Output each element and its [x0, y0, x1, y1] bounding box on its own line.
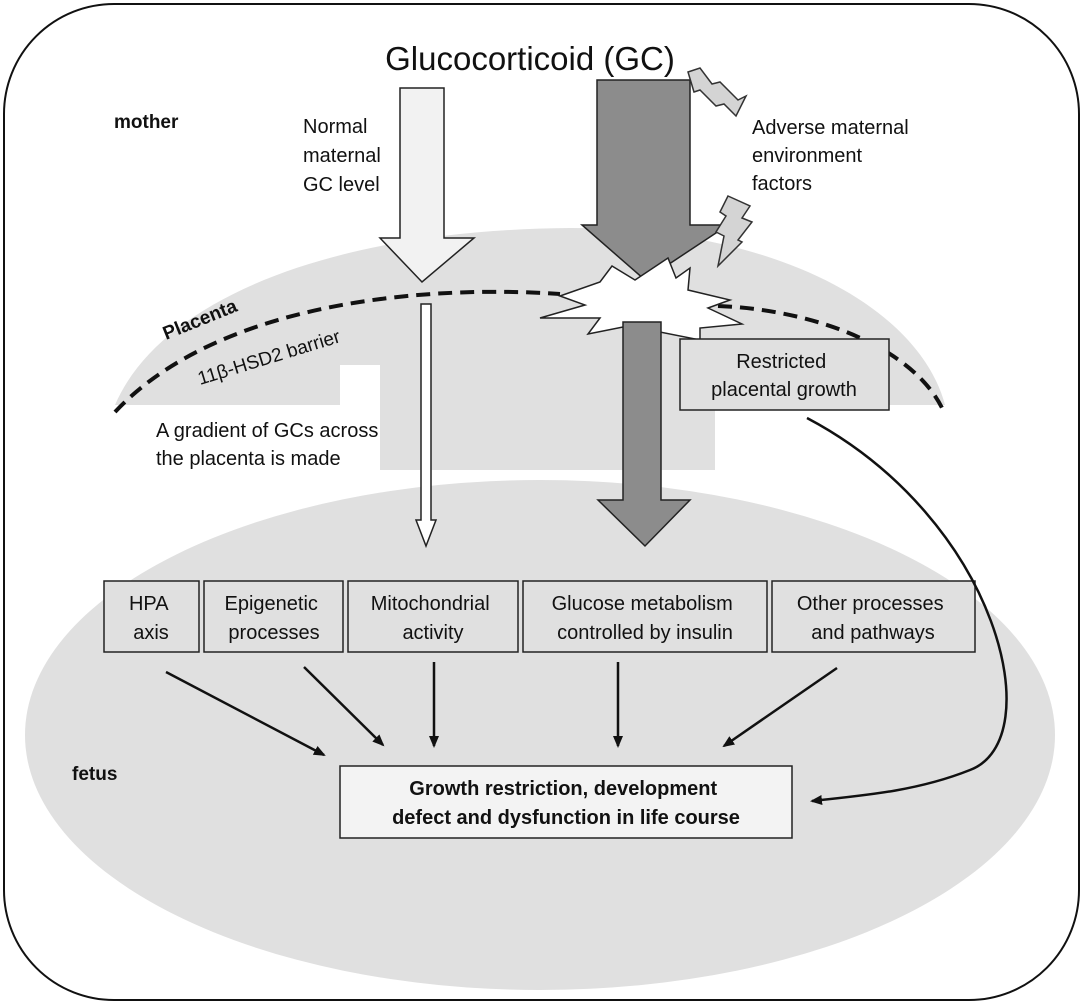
hsd2-barrier-line-right: [717, 304, 945, 411]
diagram-title: Glucocorticoid (GC): [385, 40, 675, 77]
adverse-factors-label: Adverse maternal environment factors: [752, 117, 914, 195]
process-text-other: Other processes and pathways: [797, 593, 949, 644]
arrow-epigenetic-to-outcome: [303, 666, 385, 747]
normal-gc-label-line: Normal: [303, 116, 367, 138]
restricted-growth-line: Restricted: [736, 351, 826, 373]
restricted-growth-box: [679, 338, 890, 411]
restricted-growth-text: Restricted placental growth: [711, 351, 857, 401]
normal-gc-label: Normal maternal GC level: [303, 116, 386, 196]
normal-gc-label-line: GC level: [303, 174, 380, 196]
outcome-line: Growth restriction, development: [409, 778, 717, 800]
normal-gc-label-line: maternal: [303, 145, 381, 167]
restricted-growth-line: placental growth: [711, 379, 857, 401]
outcome-text: Growth restriction, development defect a…: [392, 778, 740, 829]
process-line: processes: [228, 622, 319, 644]
lightning-icon: [714, 195, 754, 269]
process-line: controlled by insulin: [557, 622, 733, 644]
process-text-glucose: Glucose metabolism controlled by insulin: [552, 593, 739, 644]
gradient-label: A gradient of GCs across the placenta is…: [156, 420, 384, 470]
mother-label: mother: [114, 112, 179, 133]
process-line: activity: [402, 622, 463, 644]
adverse-factors-label-line: factors: [752, 173, 812, 195]
arrow-restricted-to-outcome: [806, 416, 1008, 805]
process-box-epigenetic: [203, 580, 344, 653]
adverse-factors-label-line: Adverse maternal: [752, 117, 909, 139]
high-gc-arrow-upper: [580, 79, 731, 281]
arrow-other-to-outcome: [722, 666, 838, 748]
fetus-region: [25, 480, 1055, 990]
high-gc-arrow-lower: [596, 321, 692, 548]
process-box-glucose: [522, 580, 768, 653]
barrier-breach-burst: [539, 256, 745, 350]
lightning-icon: [687, 67, 748, 118]
gradient-label-line: A gradient of GCs across: [156, 420, 378, 442]
outcome-line: defect and dysfunction in life course: [392, 807, 740, 829]
process-line: Glucose metabolism: [552, 593, 733, 615]
process-line: axis: [133, 622, 169, 644]
process-line: Mitochondrial: [371, 593, 490, 615]
outcome-box: [339, 765, 793, 839]
adverse-factors-label-line: environment: [752, 145, 863, 167]
process-box-hpa: [103, 580, 200, 653]
fetus-label: fetus: [72, 764, 117, 785]
placenta-region: [115, 228, 945, 470]
arrow-hpa-to-outcome: [165, 670, 326, 757]
process-line: Epigenetic: [225, 593, 318, 615]
process-box-mitochondrial: [347, 580, 519, 653]
process-text-hpa: HPA axis: [129, 593, 173, 644]
process-text-epigenetic: Epigenetic processes: [225, 593, 324, 644]
normal-gc-arrow: [378, 87, 477, 284]
gradient-label-line: the placenta is made: [156, 448, 341, 470]
process-line: HPA: [129, 593, 169, 615]
process-line: and pathways: [811, 622, 934, 644]
gradient-thin-arrow: [414, 303, 438, 549]
process-box-other: [771, 580, 976, 653]
process-text-mitochondrial: Mitochondrial activity: [371, 593, 496, 644]
process-line: Other processes: [797, 593, 944, 615]
